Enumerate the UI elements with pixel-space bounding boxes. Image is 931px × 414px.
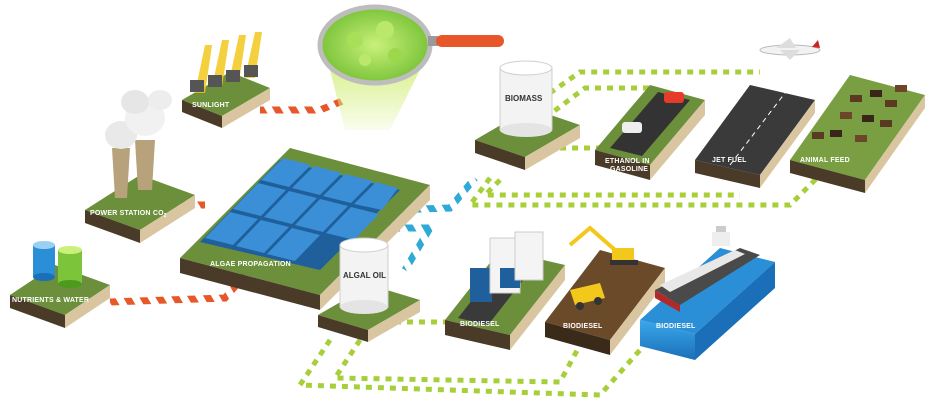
biodiesel-mining-site: BIODIESEL [545, 225, 665, 355]
airplane-icon [759, 38, 821, 60]
cow-icon [812, 85, 907, 142]
biodiesel-truck-label: BIODIESEL [460, 321, 500, 328]
biodiesel-ship-label: BIODIESEL [656, 323, 696, 330]
algal-oil-tank: ALGAL OIL [318, 237, 420, 342]
dump-truck-icon [570, 283, 605, 310]
sun-rays-icon [190, 32, 262, 93]
algae-label: ALGAE PROPAGATION [210, 261, 291, 268]
power-station: POWER STATION CO2 [85, 90, 195, 243]
jet-fuel-label: JET FUEL [712, 157, 747, 164]
nutrients-water-station: NUTRIENTS & WATER [10, 241, 110, 328]
algal-oil-label: ALGAL OIL [343, 271, 386, 280]
jet-fuel-runway: JET FUEL [695, 38, 821, 188]
animal-feed-field: ANIMAL FEED [790, 75, 925, 193]
power-station-label: POWER STATION CO2 [90, 210, 167, 219]
algae-propagation: ALGAE PROPAGATION [180, 148, 430, 310]
excavator-icon [568, 225, 638, 265]
biodiesel-ship-water: BIODIESEL [640, 226, 775, 360]
tank-icon [339, 237, 389, 314]
sunlight-panel: SUNLIGHT [182, 32, 270, 128]
tank-icon [499, 60, 553, 137]
pipe-red-sunlight [260, 96, 347, 114]
algae-ponds [205, 158, 398, 261]
biomass-label: BIOMASS [505, 94, 543, 103]
truck-icon [470, 231, 544, 302]
magnifier-icon [317, 4, 504, 130]
ship-icon [655, 226, 760, 312]
factory-icon [105, 90, 172, 198]
biodiesel-mining-label: BIODIESEL [563, 323, 603, 330]
animal-feed-label: ANIMAL FEED [800, 157, 850, 164]
tank-icon [33, 241, 82, 288]
biodiesel-truck-road: BIODIESEL [445, 231, 565, 350]
biomass-tank: BIOMASS [475, 60, 580, 170]
sunlight-label: SUNLIGHT [192, 102, 230, 109]
car-icon [622, 92, 684, 133]
nutrients-label: NUTRIENTS & WATER [12, 297, 89, 304]
